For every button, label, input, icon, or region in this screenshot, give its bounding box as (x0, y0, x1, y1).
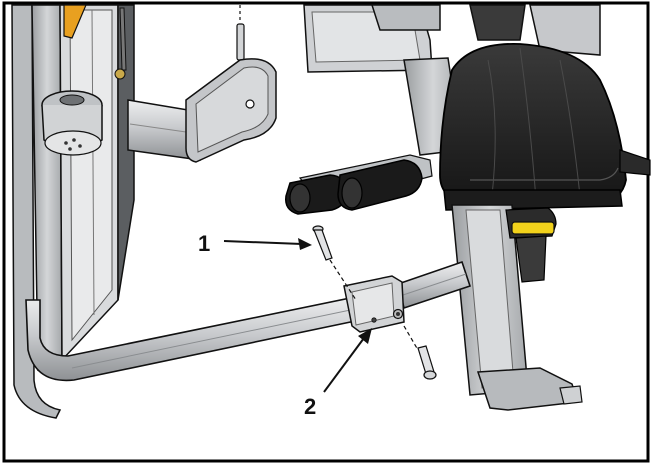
callout-1: 1 (198, 231, 312, 256)
pad-bracket (185, 5, 277, 163)
tube-bracket (343, 275, 405, 333)
left-frame (11, 4, 135, 419)
bolt-hole-small (371, 317, 377, 323)
callout-2-label: 2 (304, 394, 316, 419)
bolt-part (403, 325, 437, 380)
roller-grips (285, 154, 433, 215)
callout-1-label: 1 (198, 231, 210, 256)
seat-assembly (303, 4, 651, 411)
callout-2: 2 (304, 328, 372, 419)
yellow-knob (511, 221, 555, 235)
pin-part (312, 225, 357, 301)
